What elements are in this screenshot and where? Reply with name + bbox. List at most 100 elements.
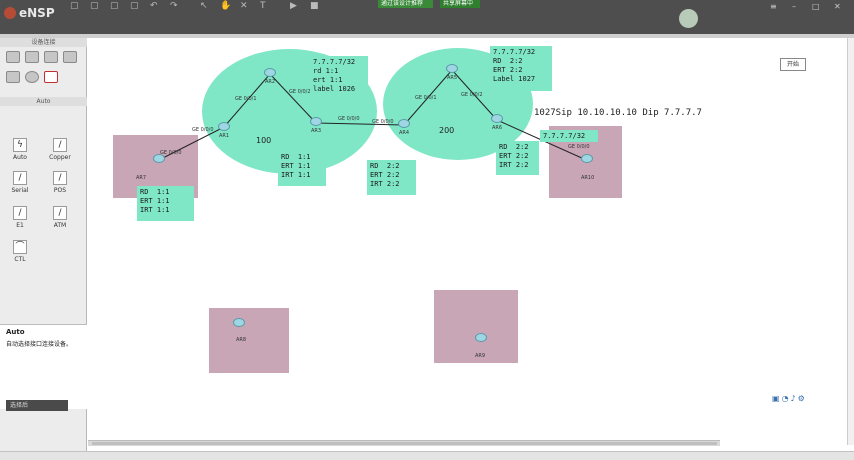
link-ar1-ar2[interactable] (223, 73, 271, 128)
router-ar9-icon[interactable] (475, 333, 487, 342)
as100-top-note[interactable]: 7.7.7.7/32 rd 1:1 ert 1:1 label 1026 (310, 56, 368, 101)
tool-e1[interactable]: /E1 (0, 206, 40, 229)
router-ar7-icon[interactable] (153, 154, 165, 163)
router-ar5-icon[interactable] (446, 64, 458, 73)
switch-device-icon[interactable] (25, 51, 39, 63)
connection-device-icon[interactable] (44, 71, 58, 83)
share-status[interactable]: 共享屏幕中 (440, 0, 480, 8)
settings-icon[interactable]: ⚙ (797, 394, 807, 403)
tool-e1-label: E1 (16, 222, 24, 229)
tool-copper-label: Copper (49, 154, 71, 161)
app-logo: eNSP (4, 6, 55, 20)
serial-icon: / (13, 171, 27, 185)
minimize-icon[interactable]: – (792, 2, 796, 11)
link-ar3-ar4[interactable] (315, 122, 405, 126)
router-ar6-icon[interactable] (491, 114, 503, 123)
ar10-note[interactable]: RD 2:2 ERT 2:2 IRT 2:2 (496, 141, 539, 175)
tool-auto-label: Auto (13, 154, 27, 161)
start-all-icon[interactable]: ▶ (290, 1, 297, 11)
description-text: 自动选择接口连接设备。 (6, 341, 73, 348)
maximize-icon[interactable]: □ (812, 2, 820, 11)
as200-label: 200 (439, 126, 455, 135)
if-ar5-ge002: GE 0/0/2 (461, 92, 483, 98)
router-ar4-label: AR4 (399, 130, 410, 136)
as100-label: 100 (256, 136, 272, 145)
app-title: eNSP (19, 6, 55, 20)
tool-atm[interactable]: /ATM (40, 206, 80, 229)
ctl-icon: ⌒ (13, 240, 27, 254)
ensp-logo-icon (4, 7, 16, 19)
device-row-2 (0, 63, 86, 83)
share-banner[interactable]: 通过该设计推荐 (378, 0, 433, 8)
new-topology-icon[interactable]: ▢ (70, 1, 79, 11)
if-ar4-ge001: GE 0/0/1 (415, 95, 437, 101)
pc-device-icon[interactable] (6, 71, 20, 83)
ar7-note[interactable]: RD 1:1 ERT 1:1 IRT 1:1 (137, 186, 194, 221)
open-icon[interactable]: ▢ (90, 1, 99, 11)
topology-canvas[interactable]: 开始 AR1 AR2 AR3 AR4 AR5 AR6 AR7 AR8 AR9 A… (88, 38, 847, 445)
undo-icon[interactable]: ↶ (150, 1, 158, 11)
screenshot-icon[interactable]: ▣ (772, 394, 782, 403)
vertical-scrollbar[interactable] (847, 38, 854, 445)
if-ar4-ge000: GE 0/0/0 (372, 119, 394, 125)
status-button[interactable]: 选择后 (6, 400, 68, 411)
link-ar4-ar5[interactable] (403, 69, 453, 126)
menu-strip (0, 34, 854, 38)
tool-pos[interactable]: /POS (40, 171, 80, 194)
middle-note[interactable]: RD 2:2 ERT 2:2 IRT 2:2 (367, 160, 416, 195)
save-icon[interactable]: ▢ (110, 1, 119, 11)
text-icon[interactable]: T (260, 1, 266, 11)
print-icon[interactable]: ▢ (130, 1, 139, 11)
globe-icon[interactable] (679, 9, 698, 28)
firewall-device-icon[interactable] (63, 51, 77, 63)
pointer-icon[interactable]: ↖ (200, 1, 208, 11)
auto-panel-header: Auto (0, 97, 87, 106)
horizontal-scrollbar[interactable] (88, 440, 720, 446)
close-icon[interactable]: ✕ (834, 2, 841, 11)
router-ar2-icon[interactable] (264, 68, 276, 77)
link-ar2-ar3[interactable] (269, 73, 317, 124)
router-device-icon[interactable] (6, 51, 20, 63)
cloud-device-icon[interactable] (25, 71, 39, 83)
router-ar5-label: AR5 (447, 75, 458, 81)
link-ar7-ar1[interactable] (158, 126, 225, 161)
router-ar3-icon[interactable] (310, 117, 322, 126)
router-ar3-label: AR3 (311, 128, 322, 134)
if-ar10-ge000: GE 0/0/0 (568, 144, 590, 150)
router-ar1-icon[interactable] (218, 122, 230, 131)
wlan-device-icon[interactable] (44, 51, 58, 63)
pos-icon: / (53, 171, 67, 185)
delete-icon[interactable]: ✕ (240, 1, 248, 11)
router-ar7-label: AR7 (136, 175, 147, 181)
link-ar5-ar6[interactable] (451, 69, 498, 121)
device-row-1 (0, 47, 86, 63)
horizontal-scroll-thumb[interactable] (92, 442, 717, 445)
corner-toolbar: ▣◔♪⚙ (772, 394, 807, 403)
router-ar6-label: AR6 (492, 125, 503, 131)
redo-icon[interactable]: ↷ (170, 1, 178, 11)
tool-copper[interactable]: / Copper (40, 138, 80, 161)
router-ar8-icon[interactable] (233, 318, 245, 327)
tool-serial[interactable]: /Serial (0, 171, 40, 194)
tool-ctl[interactable]: ⌒CTL (0, 240, 40, 263)
menu-icon[interactable]: ≡ (770, 2, 777, 11)
router-ar10-icon[interactable] (581, 154, 593, 163)
as200-top-note[interactable]: 7.7.7.7/32 RD 2:2 ERT 2:2 Label 1027 (490, 46, 552, 91)
mic-icon[interactable]: ♪ (790, 394, 798, 403)
if-ar2-ge002: GE 0/0/2 (289, 89, 311, 95)
stop-all-icon[interactable]: ■ (310, 1, 319, 11)
router-ar4-icon[interactable] (398, 119, 410, 128)
as100-bottom-note[interactable]: RD 1:1 ERT 1:1 IRT 1:1 (278, 151, 326, 186)
status-bar (0, 451, 854, 460)
if-ar3-ge000: GE 0/0/0 (338, 116, 360, 122)
as200-right-note[interactable]: 7.7.7.7/32 (540, 130, 598, 142)
hand-icon[interactable]: ✋ (220, 1, 232, 11)
router-ar8-label: AR8 (236, 337, 247, 343)
if-ar7-ge000: GE 0/0/0 (160, 150, 182, 156)
auto-icon: ϟ (13, 138, 27, 152)
copper-icon: / (53, 138, 67, 152)
device-panel-header: 设备连接 (0, 38, 87, 47)
start-button[interactable]: 开始 (780, 58, 806, 71)
chat-icon[interactable]: ◔ (781, 394, 791, 403)
